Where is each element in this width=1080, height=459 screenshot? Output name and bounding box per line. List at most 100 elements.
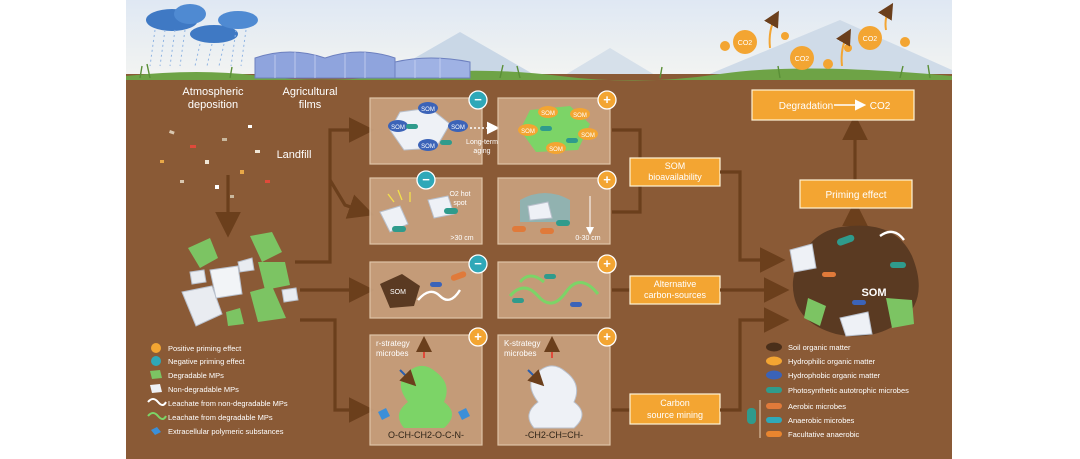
som-label: SOM xyxy=(391,125,405,131)
deep-soil-scene xyxy=(379,189,458,233)
som-with-leachate: SOM xyxy=(380,271,467,308)
legend-right-item: Photosynthetic autotrophic microbes xyxy=(788,386,909,395)
som-cluster-hydrophobic: SOM SOM SOM SOM xyxy=(388,102,468,151)
som-label: SOM xyxy=(541,111,555,117)
r-strategy-title: microbes xyxy=(376,349,408,358)
svg-text:+: + xyxy=(603,172,611,187)
legend-left-item: Negative priming effect xyxy=(168,357,245,366)
plus-icon: + xyxy=(597,254,617,274)
depth-label-deep: >30 cm xyxy=(450,235,473,242)
carbon-mining-label: source mining xyxy=(647,410,703,420)
source-label-atmospheric: Atmospheric xyxy=(182,86,244,98)
flow-arrow-to-panel3 xyxy=(328,179,375,219)
legend-right: Soil organic matter Hydrophilic organic … xyxy=(747,342,909,439)
k-strategy-title: microbes xyxy=(504,349,536,358)
minus-icon: − xyxy=(468,254,488,274)
priming-effect-label: Priming effect xyxy=(826,190,887,201)
aerobic-microbe-icon xyxy=(766,403,782,409)
legend-right-item: Hydrophilic organic matter xyxy=(788,357,876,366)
depth-label-surface: 0-30 cm xyxy=(575,235,600,242)
eps-icon xyxy=(151,427,161,435)
grass-blades xyxy=(139,63,931,79)
greenhouse-icon xyxy=(254,51,471,79)
k-strategy-title: K-strategy xyxy=(504,339,540,348)
som-cluster-hydrophilic: SOM SOM SOM SOM SOM xyxy=(518,106,598,154)
som-aggregate-label: SOM xyxy=(861,287,886,299)
source-label-atmospheric: deposition xyxy=(188,99,238,111)
carbon-mining-box xyxy=(629,393,721,425)
photosynthetic-microbe-icon xyxy=(766,387,782,393)
svg-text:+: + xyxy=(603,256,611,271)
som-label: SOM xyxy=(581,133,595,139)
k-strategy-scene xyxy=(527,336,583,429)
legend-left: Positive priming effect Negative priming… xyxy=(147,343,288,436)
link-row2 xyxy=(612,186,642,214)
rain-cloud-icon xyxy=(146,4,258,67)
green-leachate-icon xyxy=(147,412,167,420)
som-label: SOM xyxy=(390,289,406,296)
legend-right-item: Hydrophobic organic matter xyxy=(788,371,881,380)
soil-om-icon xyxy=(766,342,782,352)
white-leachate-icon xyxy=(147,398,167,406)
degradation-co2-label: CO2 xyxy=(870,101,891,112)
som-label: SOM xyxy=(451,125,465,131)
arrow-mining-to-som xyxy=(720,307,790,412)
som-bioavailability-box xyxy=(629,157,721,187)
plus-icon: + xyxy=(597,90,617,110)
som-label: SOM xyxy=(549,147,563,153)
legend-left-item: Positive priming effect xyxy=(168,344,242,353)
degradation-label: Degradation xyxy=(779,101,833,112)
alternative-carbon-label: carbon-sources xyxy=(644,290,707,300)
degradable-mp-icon xyxy=(150,370,162,379)
o2-hotspot-label: O2 hot xyxy=(449,191,470,198)
legend-left-item: Leachate from degradable MPs xyxy=(168,413,273,422)
plus-icon: + xyxy=(597,170,617,190)
som-label: SOM xyxy=(521,129,535,135)
hydrophilic-icon xyxy=(766,356,782,366)
co2-bubble-label: CO2 xyxy=(795,56,810,63)
r-strategy-scene xyxy=(378,336,470,428)
link-row1 xyxy=(612,128,642,158)
green-leachate-scene xyxy=(508,274,600,307)
svg-text:+: + xyxy=(603,329,611,344)
legend-right-item: Soil organic matter xyxy=(788,343,851,352)
k-strategy-formula: -CH2-CH=CH- xyxy=(525,430,583,440)
plus-icon: + xyxy=(468,327,488,347)
aging-label: Long-term xyxy=(466,139,498,146)
legend-left-item: Extracellular polymeric substances xyxy=(168,427,284,436)
arrow-bioavail-to-som xyxy=(720,170,786,273)
mountain-mid xyxy=(560,48,660,78)
source-label-agricultural: Agricultural xyxy=(282,86,337,98)
surface-soil-scene xyxy=(512,193,594,235)
degradation-box xyxy=(751,89,915,121)
legend-left-item: Degradable MPs xyxy=(168,371,224,380)
co2-bubble-label: CO2 xyxy=(738,40,753,47)
plus-icon xyxy=(151,343,161,353)
microplastic-fragments xyxy=(160,125,270,198)
carbon-mining-label: Carbon xyxy=(660,398,690,408)
legend-right-item: Anaerobic microbes xyxy=(788,416,855,425)
minus-icon: − xyxy=(416,170,436,190)
svg-text:−: − xyxy=(422,172,430,187)
o2-hotspot-label: spot xyxy=(453,200,466,207)
legend-left-item: Leachate from non-degradable MPs xyxy=(168,399,288,408)
microplastic-cluster xyxy=(181,232,299,327)
co2-bubble-label: CO2 xyxy=(863,36,878,43)
legend-right-item: Facultative anaerobic xyxy=(788,430,860,439)
r-strategy-title: r-strategy xyxy=(376,339,410,348)
flow-arrow-to-panel1 xyxy=(295,117,375,264)
plus-icon: + xyxy=(597,327,617,347)
hydrophobic-icon xyxy=(766,370,782,380)
anaerobic-microbe-icon xyxy=(766,417,782,423)
co2-bubbles: CO2 CO2 CO2 xyxy=(720,2,910,70)
legend-right-item: Aerobic microbes xyxy=(788,402,846,411)
som-label: SOM xyxy=(573,113,587,119)
alternative-carbon-label: Alternative xyxy=(654,279,697,289)
facultative-microbe-icon xyxy=(766,431,782,437)
mountain-right xyxy=(700,20,952,78)
som-aggregate xyxy=(789,225,919,337)
grass-strip xyxy=(126,68,952,81)
minus-icon xyxy=(151,356,161,366)
r-strategy-formula: O-CH-CH2-O-C-N- xyxy=(388,430,464,440)
